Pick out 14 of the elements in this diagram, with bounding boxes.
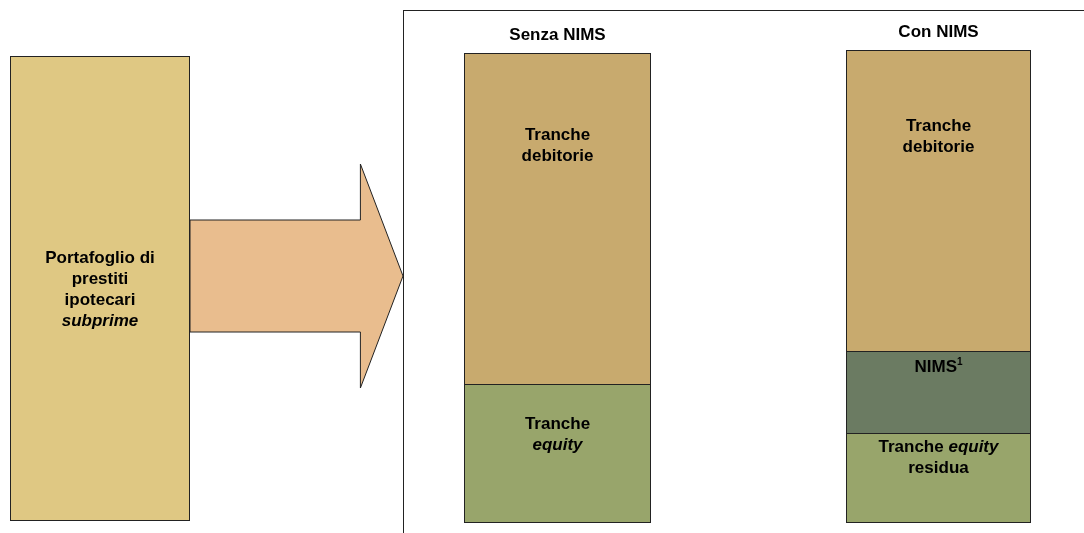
tranche-segment [846,351,1031,434]
segment-label: Portafoglio di prestiti ipotecari subprime [44,246,156,331]
column-heading: Con NIMS [898,21,979,42]
segment-label: NIMS$^{1}$ [914,356,963,377]
panel-frame [403,10,1084,533]
segment-label: Tranche equity residua [877,436,1000,478]
segment-label: Tranche debitorie [901,115,976,157]
column-heading: Senza NIMS [509,24,606,45]
segment-label: Tranche debitorie [520,124,595,166]
tranche-segment [846,433,1031,523]
block-arrow [189,163,404,389]
portfolio-box [10,56,190,521]
segment-label: Tranche equity [523,413,592,455]
tranche-segment [464,384,651,523]
